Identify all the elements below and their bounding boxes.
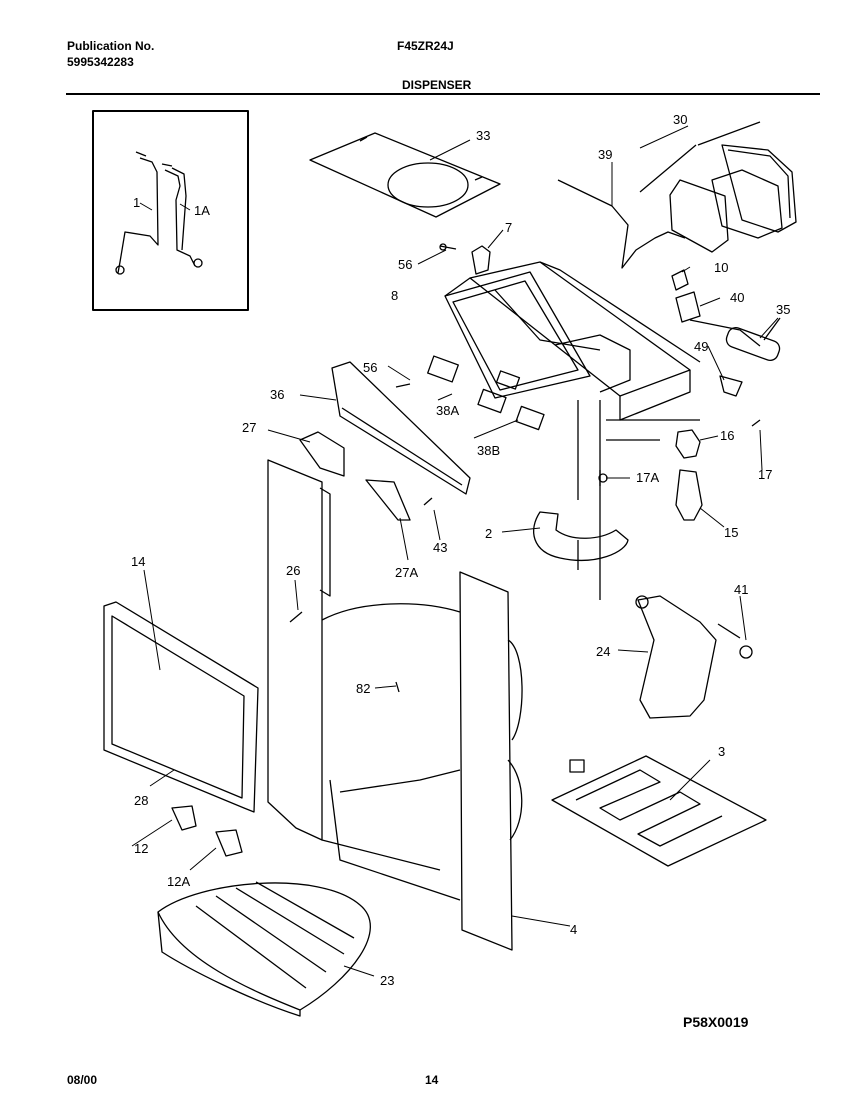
callout-1a: 1A — [194, 203, 210, 218]
callout-8: 8 — [391, 288, 398, 303]
callout-12a: 12A — [167, 874, 190, 889]
callout-43: 43 — [433, 540, 447, 555]
callout-17a: 17A — [636, 470, 659, 485]
callout-38a: 38A — [436, 403, 459, 418]
callout-49: 49 — [694, 339, 708, 354]
part-7-bracket — [471, 245, 491, 275]
callout-labels: 1 1A 33 30 39 7 56 10 8 40 35 49 56 36 3… — [131, 112, 790, 988]
callout-27a: 27A — [395, 565, 418, 580]
callout-40: 40 — [730, 290, 744, 305]
part-39-wire — [557, 179, 686, 269]
right-side-components — [671, 269, 781, 397]
footer-page-number: 14 — [425, 1073, 439, 1087]
drawing-code: P58X0019 — [683, 1014, 749, 1030]
part-36-control-panel — [331, 355, 545, 495]
callout-24: 24 — [596, 644, 610, 659]
publication-label: Publication No. — [67, 39, 155, 53]
callout-56-mid: 56 — [363, 360, 377, 375]
callout-39: 39 — [598, 147, 612, 162]
callout-10: 10 — [714, 260, 728, 275]
callout-7: 7 — [505, 220, 512, 235]
dispenser-housing — [444, 261, 701, 421]
callout-82: 82 — [356, 681, 370, 696]
leader-lines — [131, 125, 779, 977]
callout-4: 4 — [570, 922, 577, 937]
callout-33: 33 — [476, 128, 490, 143]
callout-28: 28 — [134, 793, 148, 808]
callout-26: 26 — [286, 563, 300, 578]
main-enclosure — [321, 603, 461, 901]
callout-23: 23 — [380, 973, 394, 988]
part-3-heater-pad — [551, 755, 767, 867]
callout-12: 12 — [134, 841, 148, 856]
part-33-top-panel — [309, 132, 501, 218]
part-24-dispenser-lever — [635, 595, 753, 719]
wiring-harness-inset — [92, 110, 249, 311]
part-2-chute-bucket — [532, 511, 629, 562]
callout-27: 27 — [242, 420, 256, 435]
dispenser-column — [577, 400, 601, 600]
callout-3: 3 — [718, 744, 725, 759]
part-23-drip-tray — [157, 881, 371, 1017]
part-14-door-frame — [103, 601, 259, 813]
callout-36: 36 — [270, 387, 284, 402]
model-number: F45ZR24J — [397, 39, 454, 53]
header-rule — [66, 93, 820, 95]
callout-16: 16 — [720, 428, 734, 443]
callout-38b: 38B — [477, 443, 500, 458]
section-title: DISPENSER — [402, 78, 472, 92]
callout-14: 14 — [131, 554, 145, 569]
part-4-front-panel — [459, 571, 523, 951]
callout-56-top: 56 — [398, 257, 412, 272]
footer-date: 08/00 — [67, 1073, 98, 1087]
callout-35: 35 — [776, 302, 790, 317]
callout-1: 1 — [133, 195, 140, 210]
light-socket-and-bulb — [606, 419, 703, 521]
left-side-panel — [267, 431, 411, 841]
publication-number: 5995342283 — [67, 55, 134, 69]
callout-2: 2 — [485, 526, 492, 541]
screws — [289, 243, 761, 693]
part-12-clips — [171, 805, 243, 857]
callout-15: 15 — [724, 525, 738, 540]
part-30-light-cover — [639, 121, 797, 253]
callout-30: 30 — [673, 112, 687, 127]
callout-17: 17 — [758, 467, 772, 482]
callout-41: 41 — [734, 582, 748, 597]
